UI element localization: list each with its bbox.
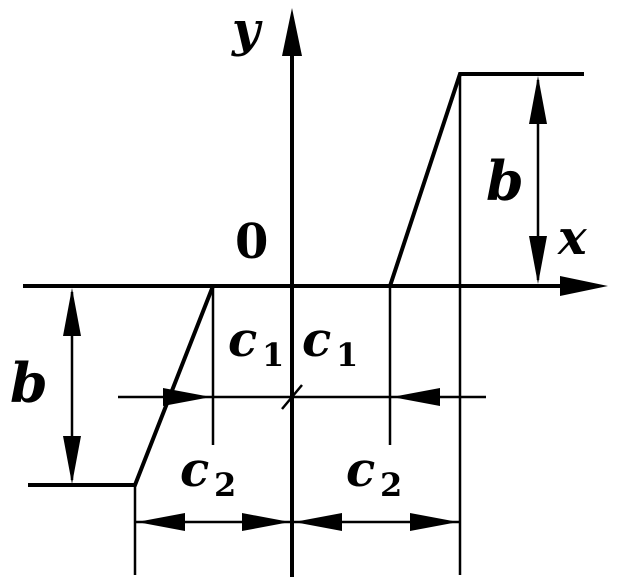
x-axis-arrowhead [560,276,608,296]
y-axis-arrowhead [282,8,302,56]
c1-label-left: c [228,312,257,368]
x-axis-label: x [557,210,588,266]
arrowhead-b-left-bottom [63,436,81,484]
c1-label-right: c [302,312,331,368]
origin-label: 0 [235,214,268,270]
characteristic-curve-right [290,72,584,288]
arrowhead-c1-right [392,388,440,406]
arrowhead-b-right-top [529,76,547,124]
c1-label-right-subscript: 1 [336,336,358,374]
arrowhead-c2-right-start [294,513,342,531]
b-label-right: b [486,149,524,213]
arrowhead-b-right-bottom [529,236,547,284]
c1-origin-tick [281,384,303,410]
arrowhead-c2-right-end [410,513,458,531]
arrowhead-c2-left-end [242,513,290,531]
b-label-left: b [10,351,48,415]
c2-label-right-subscript: 2 [380,466,402,504]
c2-label-left-subscript: 2 [214,466,236,504]
arrowhead-b-left-top [63,288,81,336]
c2-label-left: c [180,442,209,498]
c2-label-right: c [346,442,375,498]
c1-label-left-subscript: 1 [262,336,284,374]
characteristic-curve-left [28,284,294,487]
y-axis-label: y [231,2,263,58]
arrowhead-c1-left [163,388,211,406]
arrowhead-c2-left-start [137,513,185,531]
